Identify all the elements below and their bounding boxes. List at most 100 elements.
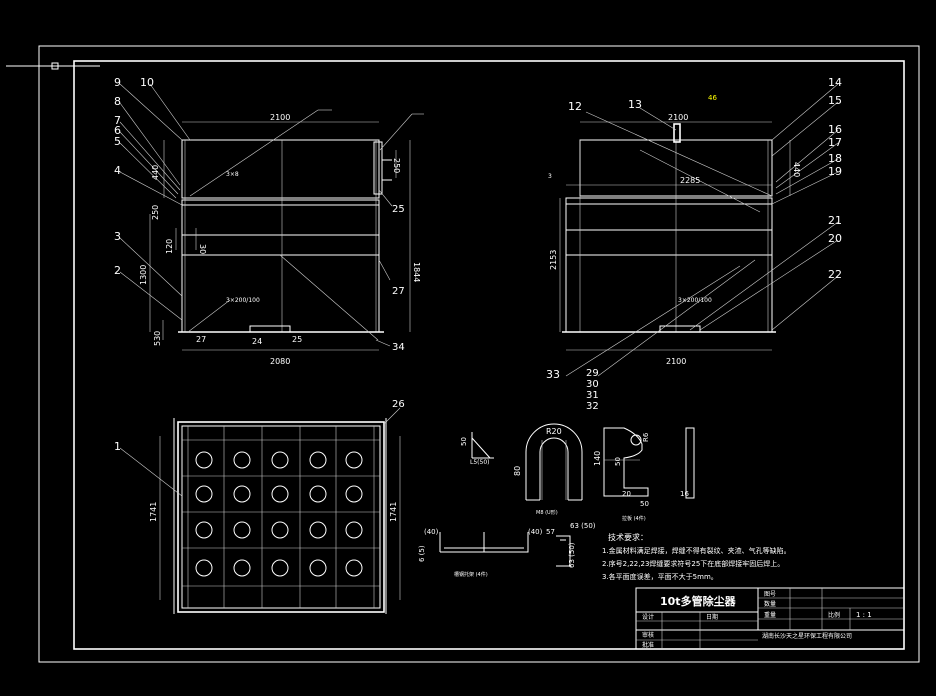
sheet-marker (51, 62, 59, 70)
angle-sub: L5(50) (470, 459, 489, 466)
channel-e: 63 (50) (568, 542, 576, 568)
plate-r: R6 (642, 432, 650, 442)
dust-tube-hole (271, 559, 289, 577)
tb-design: 设计 (642, 613, 654, 621)
part-20: 20 (828, 232, 842, 245)
part-8: 8 (114, 95, 121, 108)
dim-front-base: 530 (153, 331, 162, 346)
front-bottom-24: 24 (252, 337, 262, 346)
part-14: 14 (828, 76, 842, 89)
tech-note-1: 1.金属材料满足焊接，焊缝不得有裂纹、夹渣、气孔等缺陷。 (602, 546, 791, 555)
channel-caption: 槽钢托架 (4件) (454, 571, 488, 578)
part-31: 31 (586, 390, 599, 401)
dust-tube-hole (345, 451, 363, 469)
dim-front-top: 2100 (270, 113, 290, 122)
dust-tube-hole (233, 521, 251, 539)
dust-tube-hole (195, 559, 213, 577)
dust-tube-hole (233, 559, 251, 577)
front-bottom-27: 27 (196, 335, 206, 344)
dust-tube-hole (271, 451, 289, 469)
dim-side-top: 2100 (668, 113, 688, 122)
tech-notes-heading: 技术要求： (608, 532, 648, 542)
dim-front-mid-b: 120 (165, 239, 174, 254)
dim-front-mid-c: 30 (198, 244, 207, 254)
part-4: 4 (114, 164, 121, 177)
part-34: 34 (392, 342, 405, 353)
plate-caption: 拉板 (4件) (622, 515, 646, 522)
ubolt-caption: M8 (U形) (536, 509, 558, 516)
dust-tube-hole (309, 559, 327, 577)
dim-side-inner: 2285 (680, 176, 700, 185)
part-13: 13 (628, 98, 642, 111)
dust-tube-hole (271, 485, 289, 503)
dim-side-upper: 440 (792, 162, 801, 177)
tb-r3: 重量 (764, 611, 776, 619)
outer-frame (38, 45, 920, 663)
dim-front-small: 250 (392, 158, 401, 173)
tb-company: 湖南长沙天之星环保工程有限公司 (762, 632, 852, 640)
dim-plan-left: 1741 (149, 502, 158, 522)
angle-label: 50 (460, 437, 468, 446)
part-29: 29 (586, 368, 599, 379)
tb-ratio-label: 比例 (828, 611, 840, 619)
tb-check: 审核 (642, 631, 654, 639)
tb-date: 日期 (706, 613, 718, 621)
flat-t: 16 (680, 490, 689, 498)
part-2: 2 (114, 264, 121, 277)
dim-front-mid-a: 250 (151, 205, 160, 220)
side-view (559, 83, 839, 377)
dim-front-height: 1844 (412, 262, 421, 282)
part-21: 21 (828, 214, 842, 227)
front-bottom-25: 25 (292, 335, 302, 344)
ubolt-detail (525, 423, 583, 501)
dim-side-height: 2153 (549, 250, 558, 270)
dust-tube-hole (345, 559, 363, 577)
front-note-a: 3×200/100 (226, 297, 260, 304)
part-9: 9 (114, 76, 121, 89)
dust-tube-hole (233, 485, 251, 503)
part-26: 26 (392, 399, 405, 410)
dust-tube-hole (195, 451, 213, 469)
part-6: 6 (114, 124, 121, 137)
plate-h: 140 (593, 451, 602, 466)
tb-approve: 批准 (642, 641, 654, 649)
ubolt-h: 80 (513, 466, 522, 476)
drawing-title: 10t多管除尘器 (660, 594, 737, 608)
plate-c: 50 (640, 500, 649, 508)
dim-front-upper: 440 (151, 165, 160, 180)
part-19: 19 (828, 165, 842, 178)
dust-tube-hole (195, 485, 213, 503)
dust-tube-hole (309, 521, 327, 539)
plan-view (119, 407, 401, 614)
dim-plan-right: 1741 (389, 502, 398, 522)
part-22: 22 (828, 268, 842, 281)
side-left-label: 3 (548, 173, 552, 180)
dust-tube-hole (345, 485, 363, 503)
channel-detail (439, 532, 571, 567)
dust-tube-hole (309, 485, 327, 503)
tech-note-2: 2.序号2,22,23焊缝要求符号25下在底部焊接牢固后焊上。 (602, 559, 784, 568)
tb-ratio-value: 1 : 1 (856, 611, 872, 619)
tech-note-3: 3.各平面度误差，平面不大于5mm。 (602, 572, 718, 581)
ubolt-r: R20 (546, 427, 562, 436)
front-view (119, 83, 424, 351)
part-7: 7 (114, 114, 121, 127)
side-note-a: 3×200/100 (678, 297, 712, 304)
part-16: 16 (828, 123, 842, 136)
part-30: 30 (586, 379, 599, 390)
tb-r2: 数量 (764, 600, 776, 608)
part-18: 18 (828, 152, 842, 165)
channel-b: 57 (546, 528, 555, 536)
channel-c: 63 (50) (570, 522, 596, 530)
channel-left-a: (40) (424, 528, 439, 536)
tb-r1: 图号 (764, 591, 776, 598)
channel-a: (40) (528, 528, 543, 536)
part-10: 10 (140, 76, 154, 89)
part-27: 27 (392, 286, 405, 297)
part-33: 33 (546, 368, 560, 381)
part-25: 25 (392, 204, 405, 215)
dust-tube-hole (309, 451, 327, 469)
dim-side-bottom: 2100 (666, 357, 686, 366)
plate-detail (603, 427, 649, 497)
